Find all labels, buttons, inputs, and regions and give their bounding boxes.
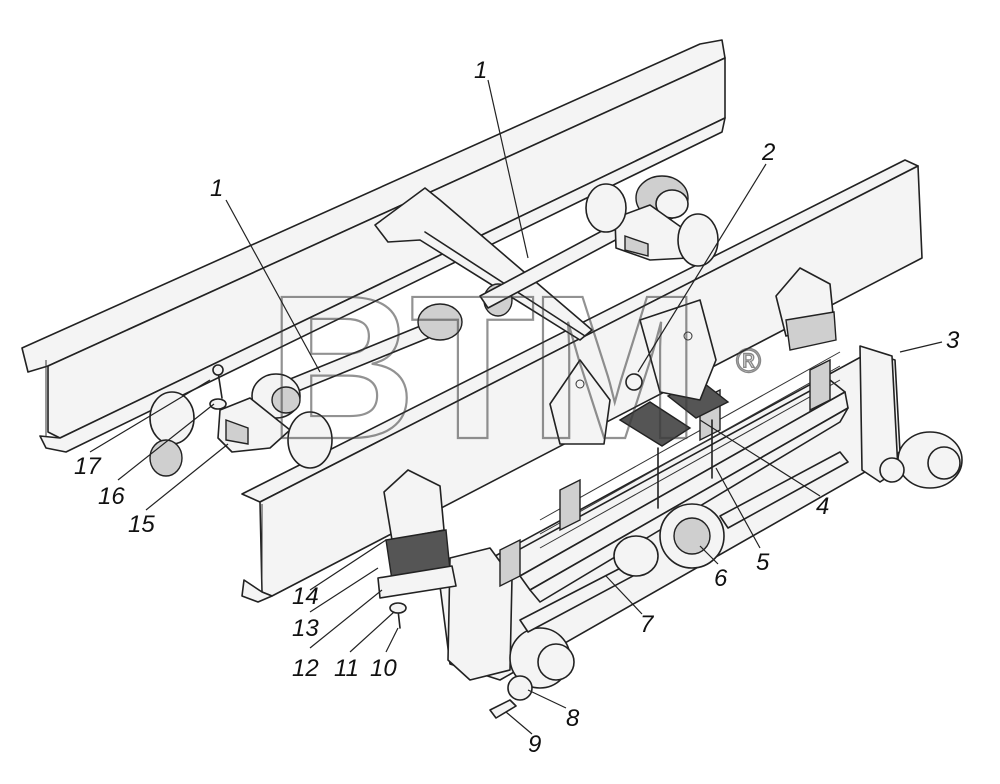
hub-left-front xyxy=(149,391,333,477)
callout-5: 5 xyxy=(756,549,770,576)
callout-14: 14 xyxy=(292,583,319,610)
callout-9: 9 xyxy=(528,731,541,758)
callout-17: 17 xyxy=(74,453,102,480)
watermark-registered-mark: ® xyxy=(736,342,761,380)
frame-rail-left xyxy=(21,39,726,453)
torque-rod-lower xyxy=(519,451,849,633)
reaction-rod-lower xyxy=(251,303,463,419)
callout-11: 11 xyxy=(334,655,359,682)
callout-1-lower: 1 xyxy=(210,175,223,202)
callout-2: 2 xyxy=(761,139,775,166)
hub-left-rear xyxy=(585,183,719,267)
callouts: 1 1 2 3 4 5 6 7 8 9 10 11 12 13 14 15 16… xyxy=(74,57,960,758)
bracket-left-front xyxy=(217,397,291,453)
callout-10: 10 xyxy=(370,655,397,682)
callout-6: 6 xyxy=(714,565,728,592)
callout-4: 4 xyxy=(816,493,829,520)
callout-16: 16 xyxy=(98,483,125,510)
callout-15: 15 xyxy=(128,511,155,538)
callout-8: 8 xyxy=(566,705,580,732)
bump-stop-rear xyxy=(775,267,837,351)
callout-3: 3 xyxy=(946,327,960,354)
hub-cover xyxy=(659,503,725,569)
gusset-plates xyxy=(549,299,717,445)
leader-lines xyxy=(89,79,943,735)
callout-12: 12 xyxy=(292,655,319,682)
callout-7: 7 xyxy=(640,611,655,638)
watermark: BTM ® xyxy=(267,252,762,483)
bump-stop-front xyxy=(377,469,457,599)
callout-13: 13 xyxy=(292,615,319,642)
watermark-text: BTM xyxy=(268,253,694,482)
callout-1-upper: 1 xyxy=(474,57,487,84)
fasteners xyxy=(209,364,905,719)
